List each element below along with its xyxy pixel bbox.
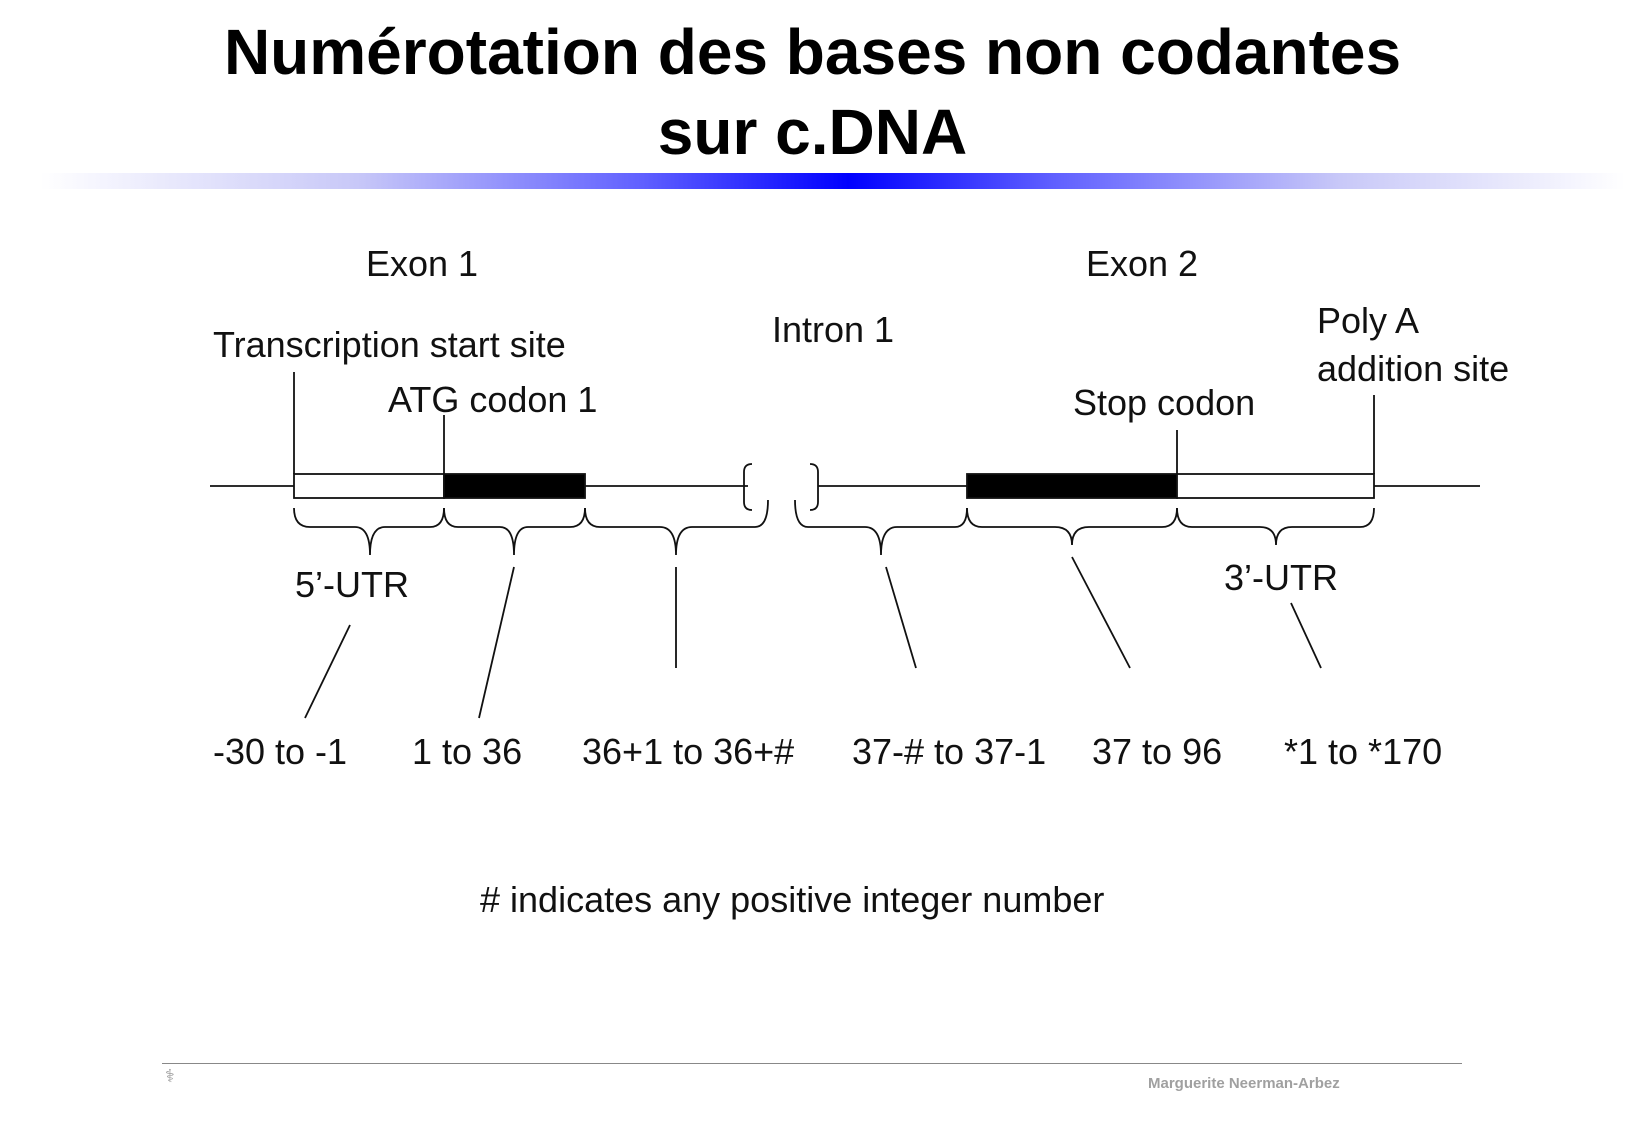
intron1-label: Intron 1 — [772, 309, 894, 350]
range-intron-right: 37-# to 37-1 — [852, 731, 1046, 772]
range-exon2-coding: 37 to 96 — [1092, 731, 1222, 772]
footer-divider — [162, 1063, 1462, 1064]
footer-author: Marguerite Neerman-Arbez — [1148, 1075, 1340, 1092]
exon2-coding-box — [966, 473, 1178, 499]
brace-exon1-coding — [443, 507, 586, 556]
exon1-label: Exon 1 — [366, 243, 478, 284]
title-line-1: Numérotation des bases non codantes — [223, 16, 1402, 88]
caduceus-icon: ⚕ — [165, 1066, 175, 1086]
utr5-label: 5’-UTR — [295, 564, 409, 605]
exon1-utr-box — [293, 473, 445, 499]
break-left — [743, 463, 753, 511]
title-gradient-divider — [40, 173, 1625, 189]
exon1-coding-box — [443, 473, 586, 499]
brace-intron-left — [584, 499, 769, 556]
range-5utr: -30 to -1 — [213, 731, 347, 772]
exon2-label: Exon 2 — [1086, 243, 1198, 284]
polya-label-1: Poly A — [1317, 300, 1419, 341]
brace-5utr — [293, 507, 445, 556]
tss-label: Transcription start site — [213, 324, 566, 365]
title-line-2: sur c.DNA — [657, 96, 968, 168]
utr3-label: 3’-UTR — [1224, 557, 1338, 598]
polya-label-2: addition site — [1317, 348, 1509, 389]
slide-title: Numérotation des bases non codantes sur … — [0, 12, 1625, 172]
exon2-utr-box — [1176, 473, 1375, 499]
brace-intron-right — [794, 499, 968, 556]
brace-exon2-coding — [966, 507, 1178, 546]
range-exon1-coding: 1 to 36 — [412, 731, 522, 772]
footnote: # indicates any positive integer number — [480, 879, 1104, 920]
break-right — [809, 463, 819, 511]
range-3utr: *1 to *170 — [1284, 731, 1442, 772]
brace-3utr — [1176, 507, 1375, 546]
range-intron-left: 36+1 to 36+# — [582, 731, 794, 772]
stop-codon-label: Stop codon — [1073, 382, 1255, 423]
atg-label: ATG codon 1 — [388, 379, 597, 420]
